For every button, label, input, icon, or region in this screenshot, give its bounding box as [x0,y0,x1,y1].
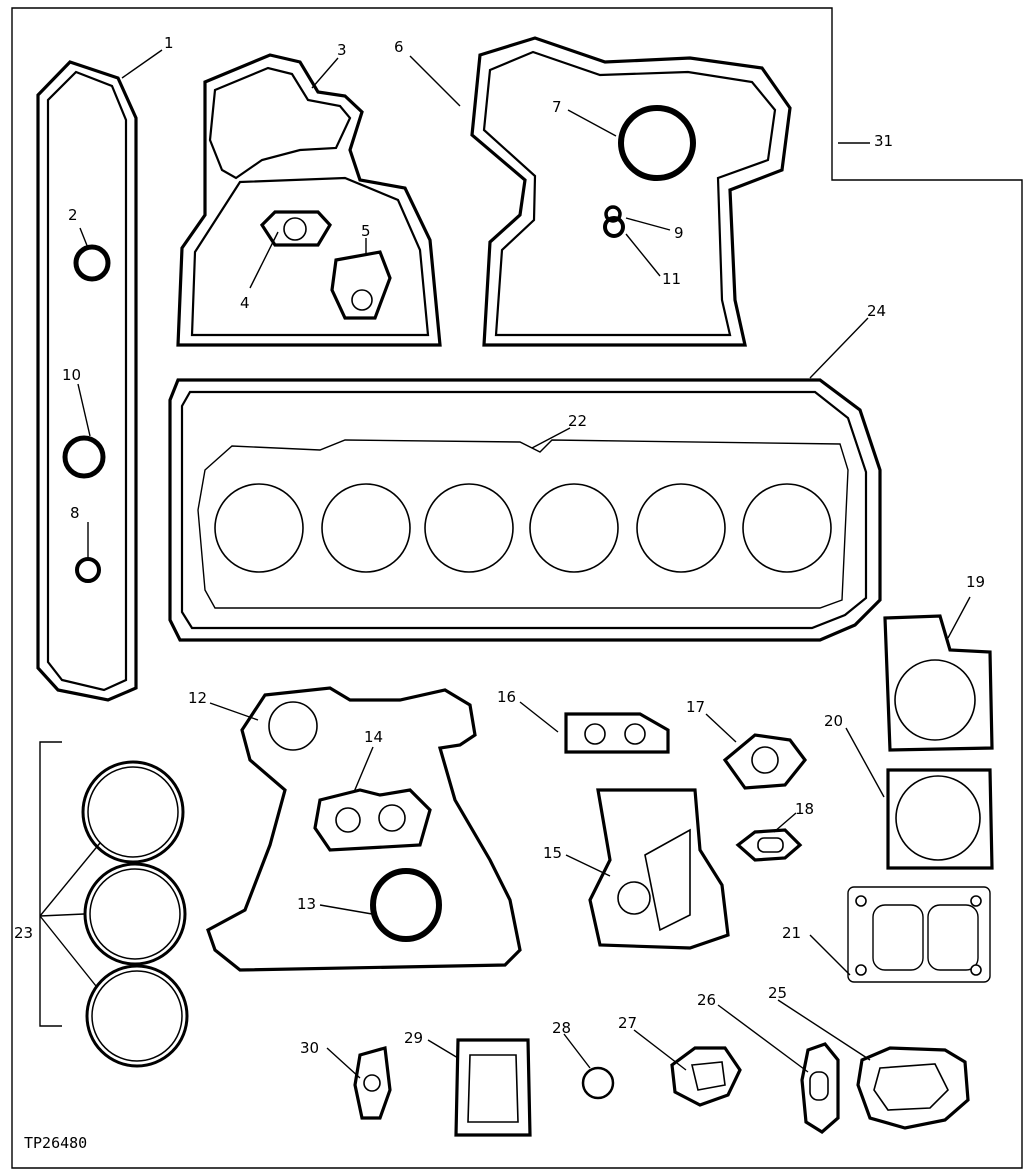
callout-25: 25 [768,984,787,1002]
gasket-4 [259,210,332,247]
callout-20: 20 [824,712,843,730]
callout-27: 27 [618,1014,637,1032]
callout-17: 17 [686,698,705,716]
callout-6: 6 [394,38,404,56]
exhaust-gasket-21 [847,886,991,983]
gasket-19 [883,614,994,752]
callout-15: 15 [543,844,562,862]
rocker-cover-gasket [36,60,138,702]
gasket-26 [800,1042,840,1134]
callout-4: 4 [240,294,250,312]
gasket-16 [564,712,670,754]
callout-10: 10 [62,366,81,384]
gasket-20 [886,768,994,870]
seal-2 [73,244,111,282]
callout-8: 8 [70,504,80,522]
seal-11 [603,216,625,238]
kit-outline [11,7,1023,1169]
callout-3: 3 [337,41,347,59]
figure-id: TP26480 [24,1134,87,1152]
callout-2: 2 [68,206,78,224]
callout-12: 12 [188,689,207,707]
leader-lines [39,49,971,1079]
callout-18: 18 [795,800,814,818]
gasket-14 [313,788,432,852]
callout-14: 14 [364,728,383,746]
callout-9: 9 [674,224,684,242]
seal-9 [604,205,622,223]
seal-28 [581,1066,615,1100]
seal-10 [62,435,106,479]
callout-7: 7 [552,98,562,116]
callout-21: 21 [782,924,801,942]
callout-1: 1 [164,34,174,52]
callout-13: 13 [297,895,316,913]
gasket-25 [856,1046,970,1130]
callout-5: 5 [361,222,371,240]
callout-30: 30 [300,1039,319,1057]
gasket-15 [588,788,730,950]
callout-23: 23 [14,924,33,942]
callout-26: 26 [697,991,716,1009]
callout-labels: 1 2 3 4 5 6 7 8 9 10 11 12 13 14 15 16 1… [14,34,985,1057]
gasket-18 [735,828,803,862]
gasket-17 [722,733,808,790]
front-plate-gasket [176,53,442,347]
callout-31: 31 [874,132,893,150]
gasket-30 [353,1045,392,1120]
callout-28: 28 [552,1019,571,1037]
callout-29: 29 [404,1029,423,1047]
callout-16: 16 [497,688,516,706]
seal-rings-23 [81,760,189,1068]
gasket-27 [670,1046,742,1107]
callout-22: 22 [568,412,587,430]
oil-seal-13 [370,868,442,942]
callout-19: 19 [966,573,985,591]
timing-cover-gasket [470,36,792,347]
cylinder-head-gasket-22 [197,439,849,609]
gasket-29 [454,1038,532,1137]
gasket-5 [330,250,392,320]
oil-seal-7 [618,105,696,181]
callout-24: 24 [867,302,886,320]
callout-11: 11 [662,270,681,288]
